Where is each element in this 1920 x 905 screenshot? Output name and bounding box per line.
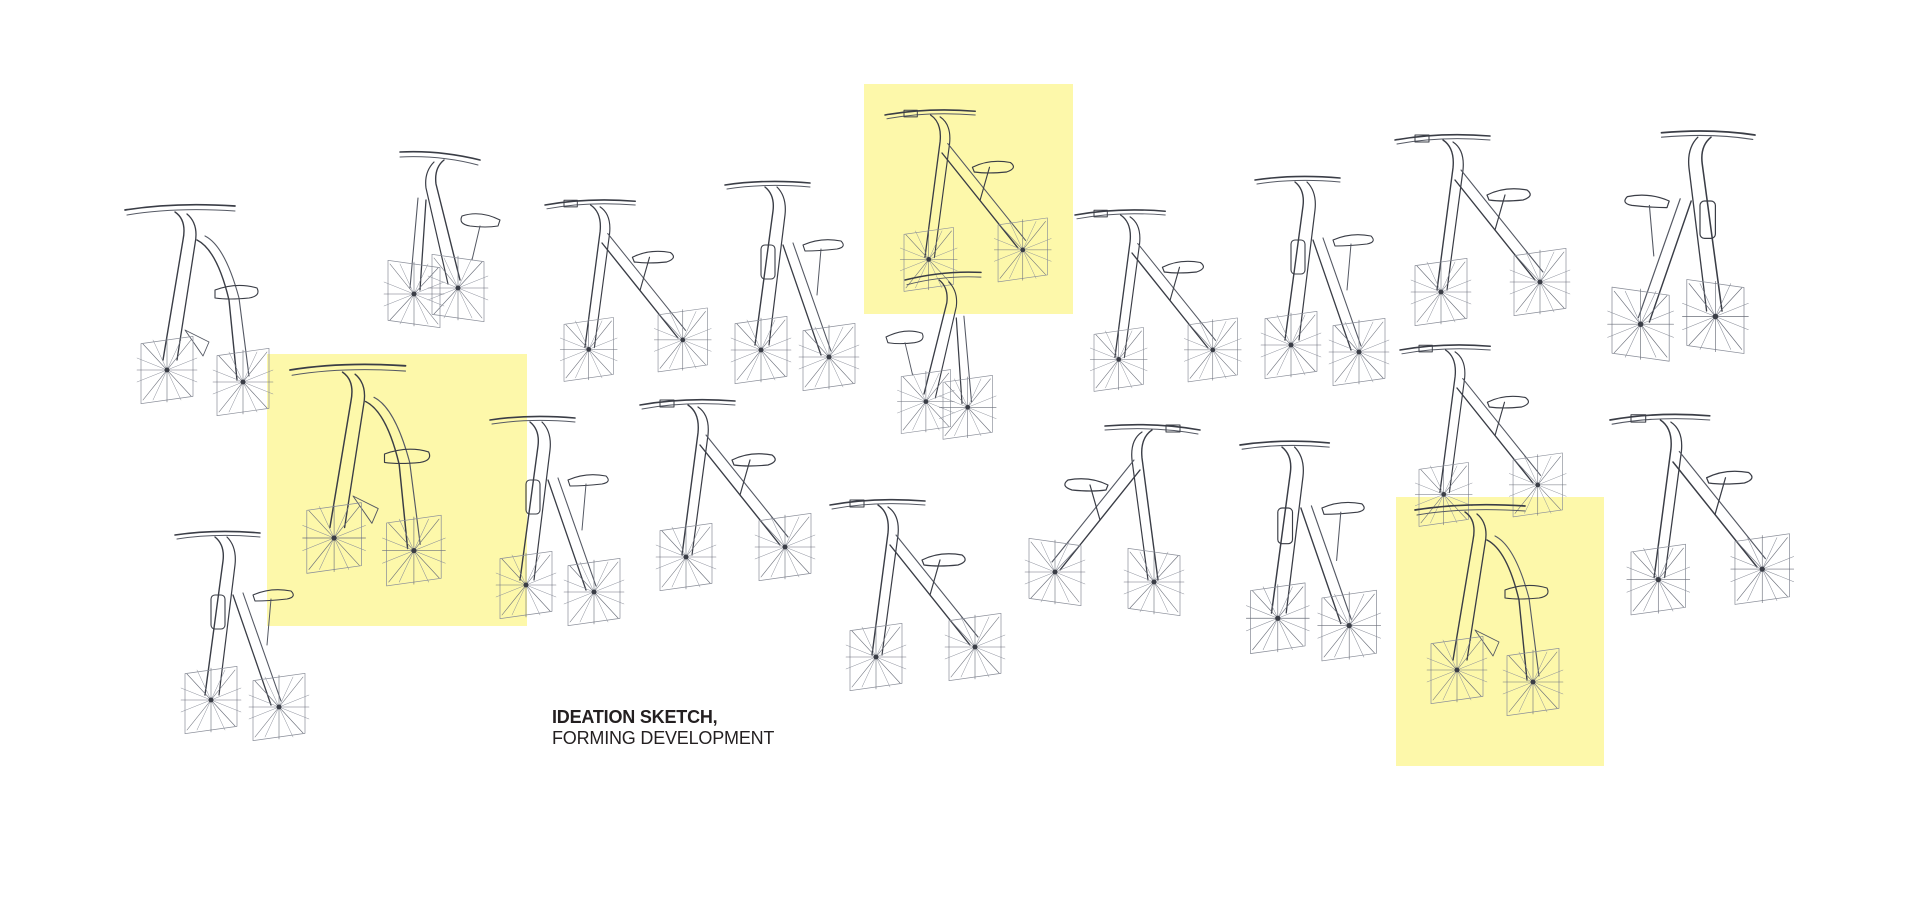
bike-sketch-16 bbox=[1025, 425, 1200, 616]
bike-sketch-15 bbox=[830, 500, 1005, 691]
bike-sketch-18 bbox=[1400, 345, 1566, 526]
bike-sketch-19 bbox=[1415, 505, 1563, 716]
bike-sketch-11 bbox=[290, 364, 445, 586]
bike-sketch-14 bbox=[175, 531, 309, 740]
caption-subtitle: FORMING DEVELOPMENT bbox=[552, 728, 775, 748]
highlight-box-top-center bbox=[864, 84, 1073, 314]
bike-sketch-12 bbox=[490, 416, 624, 625]
bike-sketch-10 bbox=[1608, 131, 1755, 361]
bike-sketch-13 bbox=[640, 400, 815, 591]
bike-sketch-7 bbox=[1075, 210, 1241, 391]
bike-sketch-9 bbox=[1395, 135, 1570, 326]
bike-sketch-20 bbox=[1610, 414, 1794, 615]
bike-sketch-5 bbox=[885, 110, 1051, 291]
bike-sketch-17 bbox=[1240, 441, 1381, 661]
highlight-box-left bbox=[267, 354, 527, 626]
bike-sketch-3 bbox=[545, 200, 711, 381]
bike-sketch-4 bbox=[725, 181, 859, 390]
bike-sketch-6 bbox=[886, 272, 996, 439]
caption-title: IDEATION SKETCH, bbox=[552, 707, 718, 727]
bike-sketch-8 bbox=[1255, 176, 1389, 385]
bike-sketch-1 bbox=[125, 205, 273, 416]
bike-sketch-2 bbox=[384, 152, 500, 328]
caption: IDEATION SKETCH, FORMING DEVELOPMENT bbox=[552, 707, 774, 749]
highlight-box-right bbox=[1396, 497, 1604, 766]
